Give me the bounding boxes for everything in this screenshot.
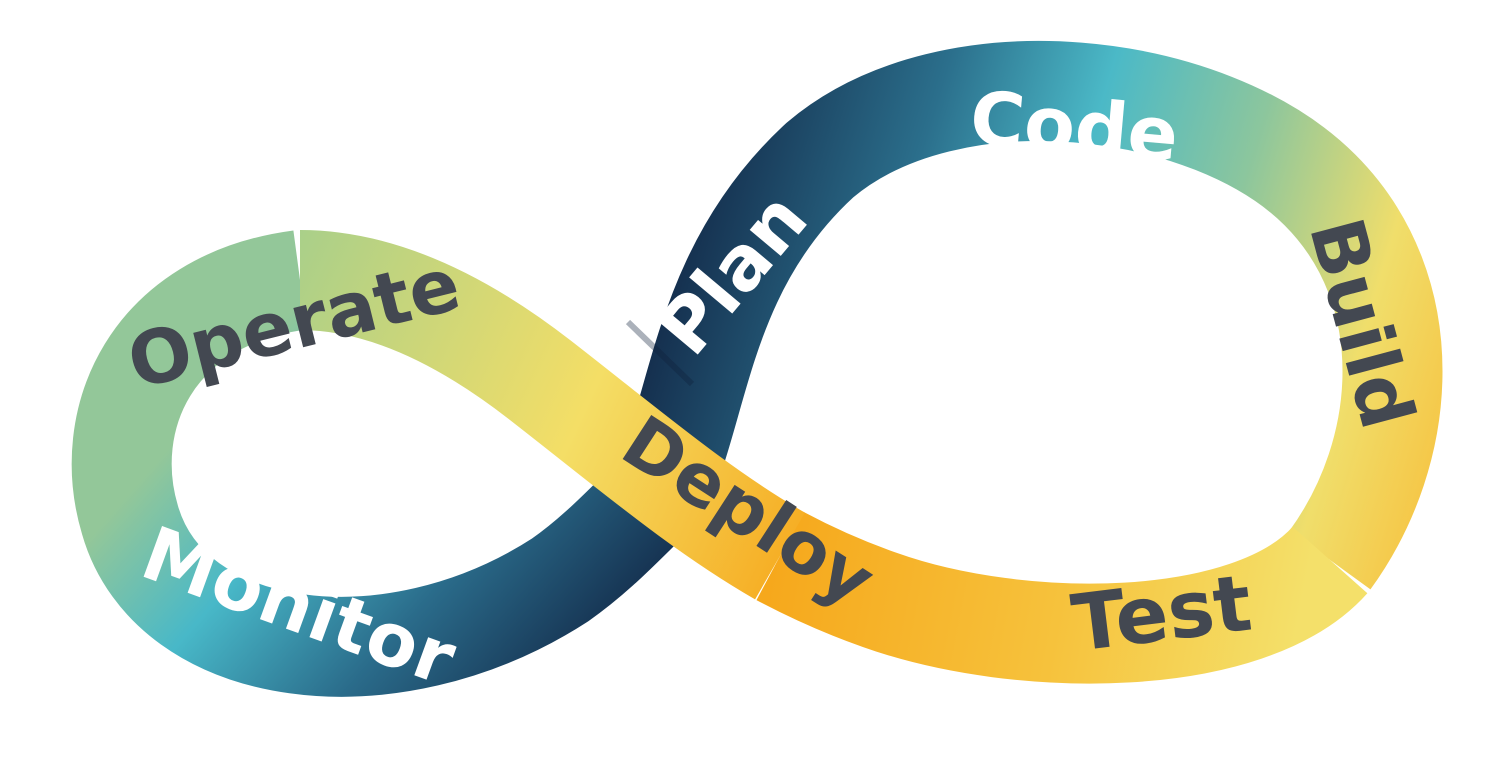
ribbon-crossing-band <box>298 230 806 600</box>
ribbon-crossing-shadow <box>625 319 695 387</box>
ribbon-right-lower <box>756 511 1368 684</box>
ribbon-right-upper <box>614 41 1443 590</box>
stage-test-label: Test <box>1067 559 1256 670</box>
stage-code-label: Code <box>967 75 1182 179</box>
ribbon-left-loop <box>71 230 695 697</box>
